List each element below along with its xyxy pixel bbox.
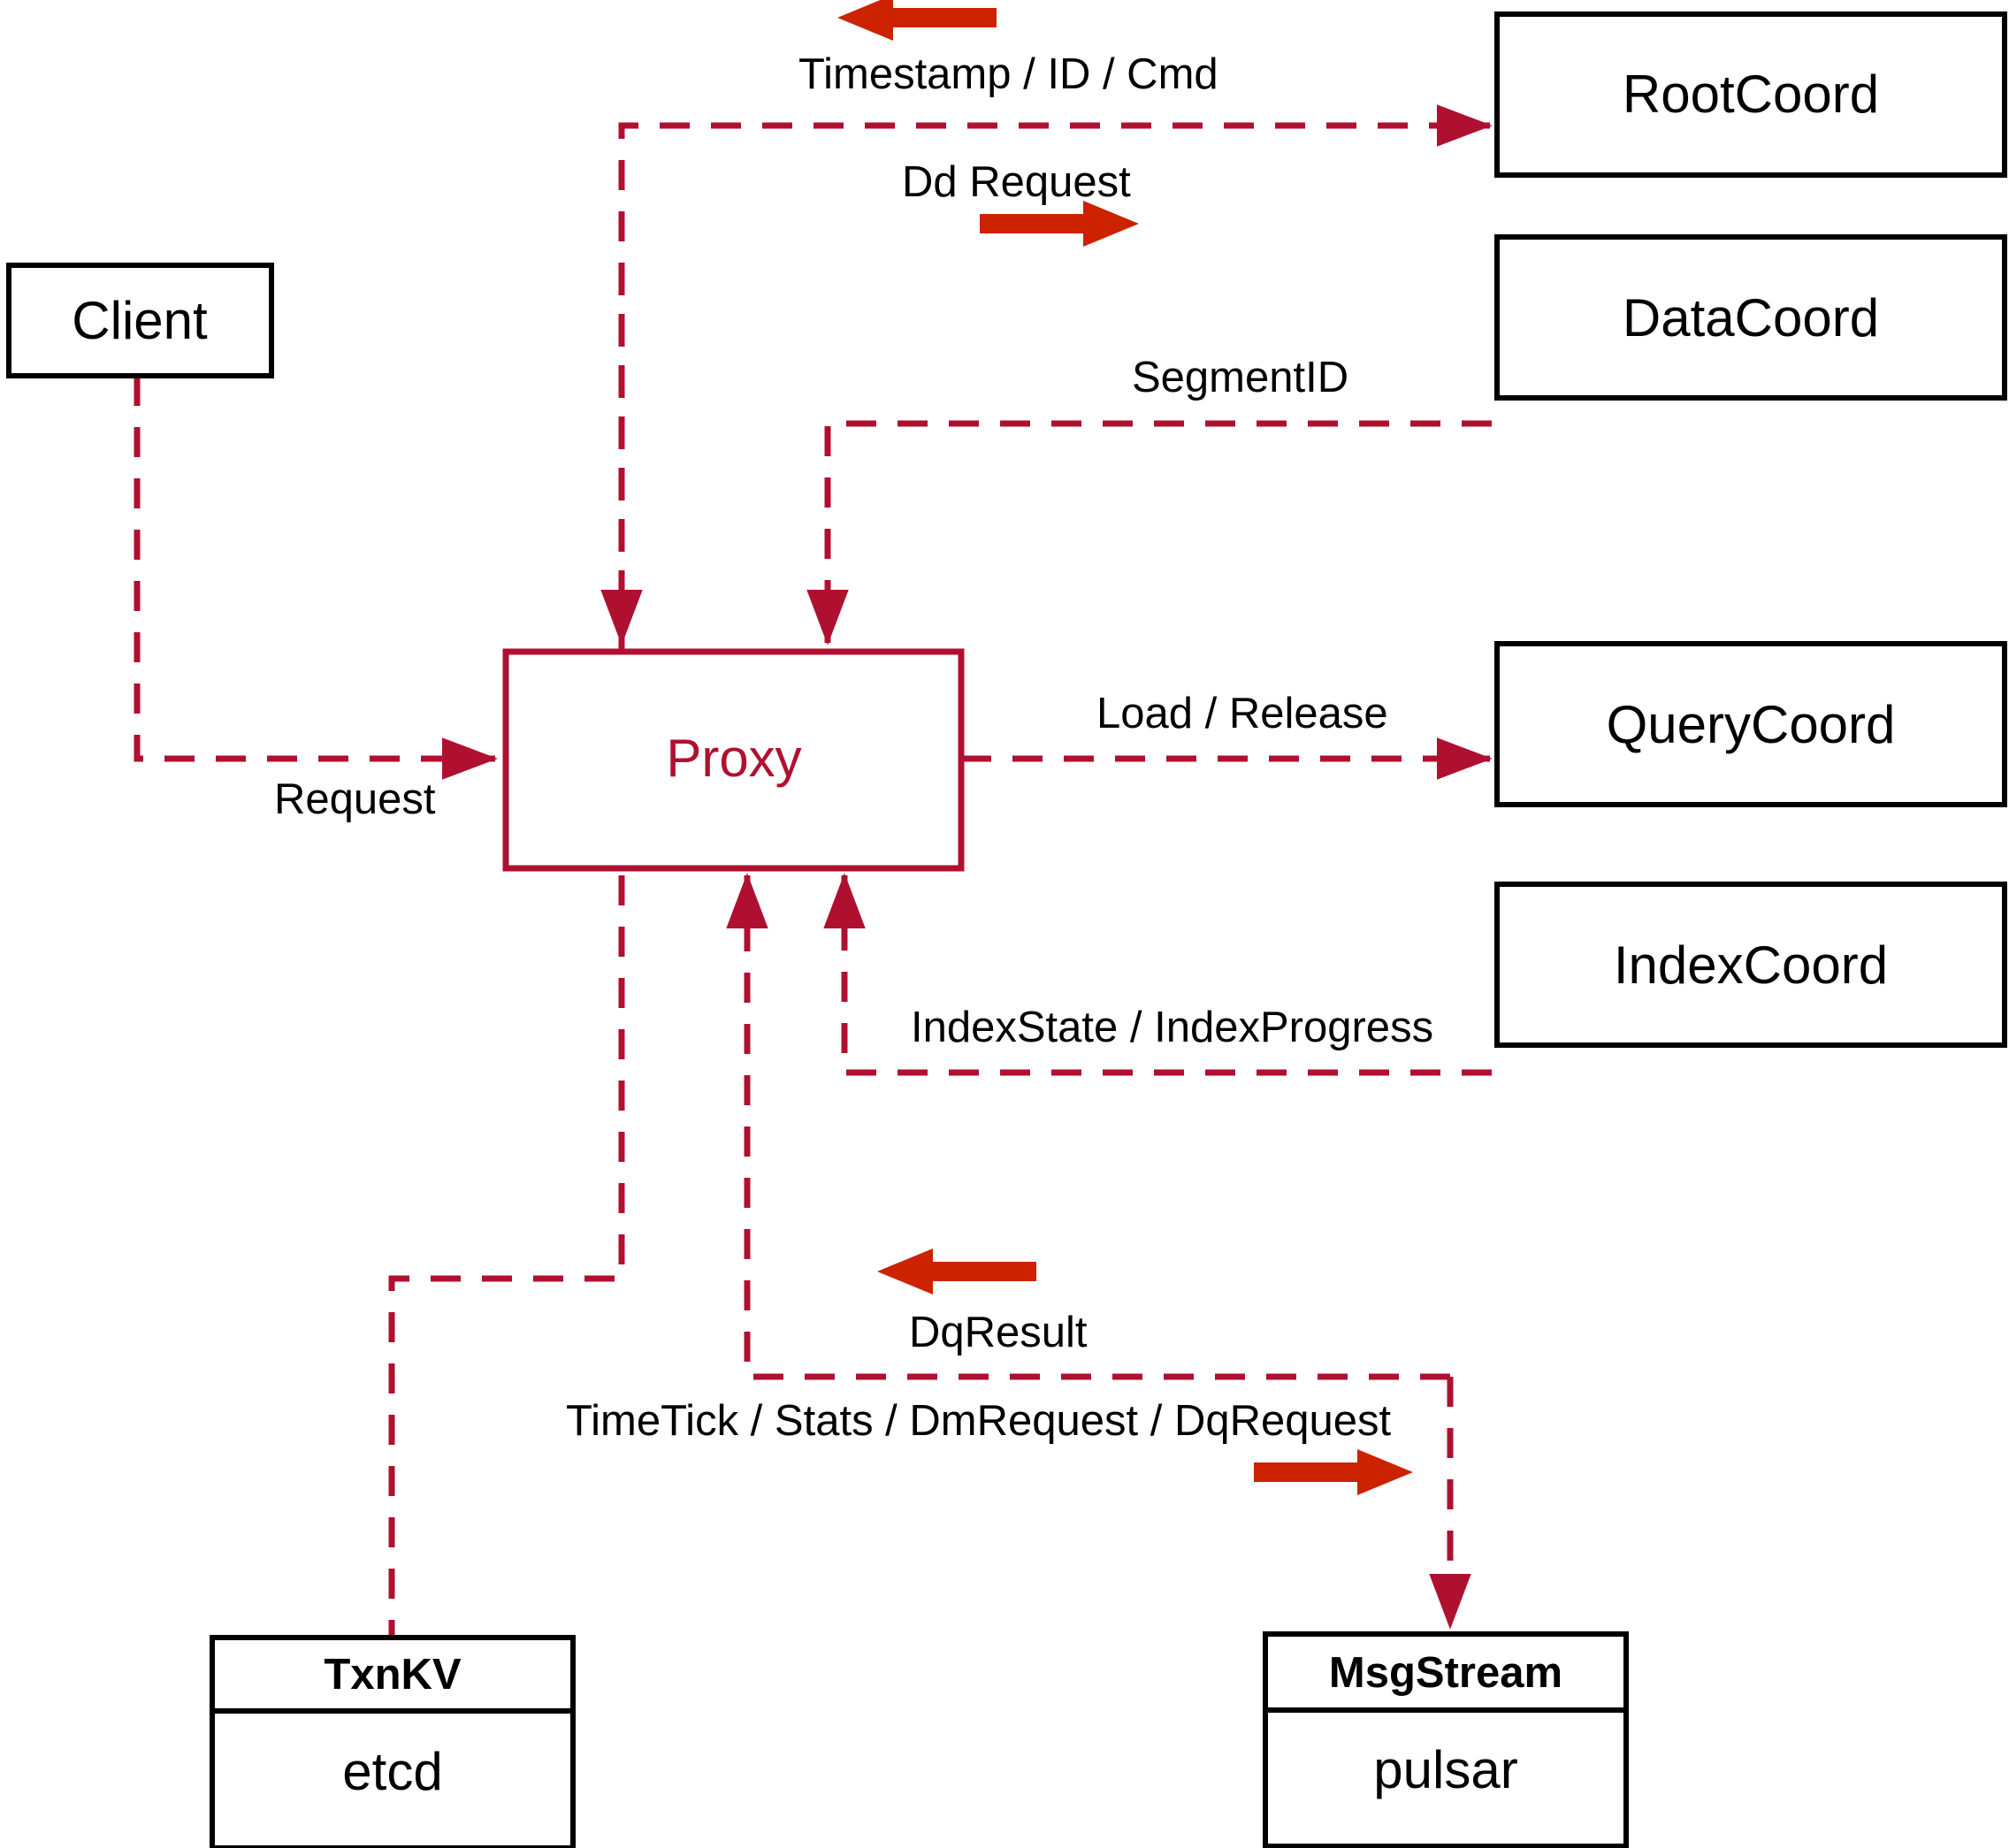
edge-label-hit-loadrelease[interactable] xyxy=(1088,685,1406,740)
node-txnkv-label: TxnKV xyxy=(324,1651,462,1699)
node-rootcoord[interactable]: RootCoord xyxy=(1494,11,2007,178)
edge-label-hit-segmentid[interactable] xyxy=(1123,349,1379,404)
node-rootcoord-label: RootCoord xyxy=(1623,65,1879,124)
edge-label-segmentid: SegmentID xyxy=(1132,354,1348,401)
bold-arrow-left-dqresult xyxy=(877,1249,1036,1294)
node-datacoord[interactable]: DataCoord xyxy=(1494,234,2007,401)
edge-txnkv[interactable] xyxy=(388,875,625,1638)
edge-request[interactable] xyxy=(134,376,498,780)
bold-arrow-right-timetick xyxy=(1254,1449,1413,1495)
edge-label-hit-indexstate[interactable] xyxy=(902,999,1468,1054)
edge-indexstate-indexprogress[interactable] xyxy=(823,873,1492,1076)
edge-segmentid[interactable] xyxy=(806,420,1492,645)
node-txnkv-sublabel: etcd xyxy=(342,1742,442,1801)
edge-label-hit-request[interactable] xyxy=(265,771,477,826)
edge-label-hit-timetick[interactable] xyxy=(557,1393,1432,1447)
node-proxy-label: Proxy xyxy=(666,729,801,788)
edge-label-timestamp: Timestamp / ID / Cmd xyxy=(798,50,1218,98)
edge-label-dd-request: Dd Request xyxy=(902,158,1131,206)
edge-label-timetick: TimeTick / Stats / DmRequest / DqRequest xyxy=(566,1397,1391,1445)
edge-label-request: Request xyxy=(274,775,436,823)
node-msgstream-label: MsgStream xyxy=(1329,1649,1562,1697)
bold-arrow-left-timestamp xyxy=(837,0,997,41)
edge-label-load-release: Load / Release xyxy=(1096,690,1388,737)
node-client[interactable]: Client xyxy=(6,263,274,378)
node-txnkv[interactable]: TxnKV etcd xyxy=(210,1635,576,1848)
edge-label-hit-timestamp[interactable] xyxy=(787,44,1247,99)
bold-arrow-right-ddrequest xyxy=(980,201,1139,247)
edge-label-dqresult: DqResult xyxy=(909,1309,1088,1356)
node-querycoord-label: QueryCoord xyxy=(1607,695,1896,754)
node-client-label: Client xyxy=(72,291,208,350)
node-msgstream[interactable]: MsgStream pulsar xyxy=(1263,1631,1629,1848)
node-indexcoord-label: IndexCoord xyxy=(1614,935,1888,995)
node-querycoord[interactable]: QueryCoord xyxy=(1494,641,2007,807)
edge-dqresult[interactable] xyxy=(726,873,1450,1380)
node-proxy[interactable]: Proxy xyxy=(502,648,965,872)
edge-label-hit-dqresult[interactable] xyxy=(900,1304,1112,1359)
node-msgstream-sublabel: pulsar xyxy=(1373,1740,1517,1799)
node-datacoord-label: DataCoord xyxy=(1623,288,1879,347)
node-indexcoord[interactable]: IndexCoord xyxy=(1494,882,2007,1048)
edge-label-indexstate: IndexState / IndexProgress xyxy=(911,1004,1433,1051)
edge-label-hit-ddrequest[interactable] xyxy=(893,155,1158,210)
